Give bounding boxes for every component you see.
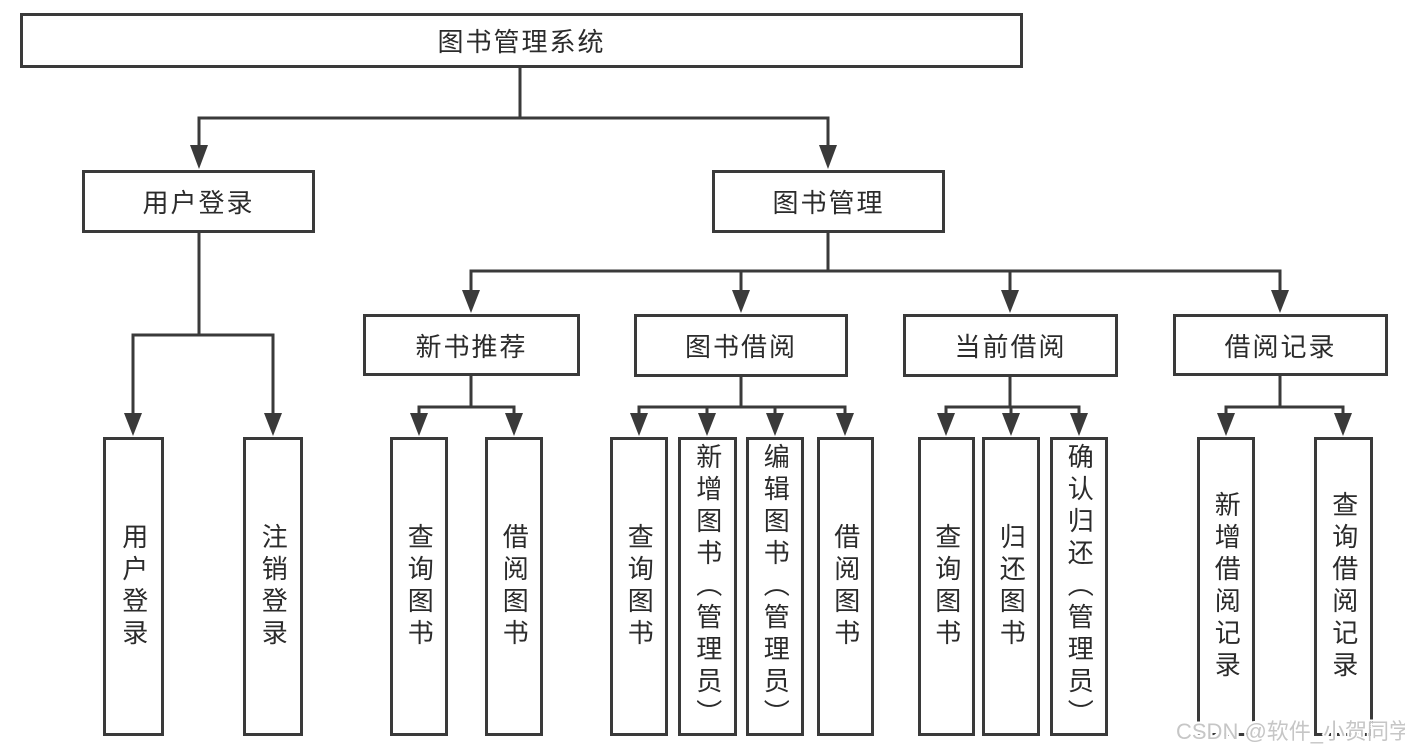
leaf-search-book-borrowing: 查询图书 <box>610 437 668 736</box>
node-label: 新增借阅记录 <box>1211 490 1242 683</box>
leaf-search-borrow-record: 查询借阅记录 <box>1314 437 1373 736</box>
leaf-search-book-recommend: 查询图书 <box>390 437 448 736</box>
node-label: 用户登录 <box>142 188 255 218</box>
leaf-borrow-book-recommend: 借阅图书 <box>485 437 543 736</box>
node-label: 用户登录 <box>118 522 149 651</box>
node-label: 查询图书 <box>404 522 435 651</box>
node-current-borrowing: 当前借阅 <box>903 314 1118 377</box>
leaf-edit-book-admin: 编辑图书（管理员） <box>746 437 804 736</box>
node-label: 注销登录 <box>258 522 289 651</box>
node-label: 确认归还（管理员） <box>1064 442 1095 731</box>
node-borrow-records: 借阅记录 <box>1173 314 1388 376</box>
leaf-confirm-return-admin: 确认归还（管理员） <box>1050 437 1108 736</box>
leaf-user-login: 用户登录 <box>103 437 164 736</box>
leaf-borrow-book: 借阅图书 <box>817 437 874 736</box>
node-new-book-recommend: 新书推荐 <box>363 314 580 376</box>
leaf-return-book: 归还图书 <box>982 437 1040 736</box>
node-label: 当前借阅 <box>954 332 1067 362</box>
node-book-borrowing: 图书借阅 <box>634 314 848 377</box>
node-root-system: 图书管理系统 <box>20 13 1023 68</box>
leaf-logout: 注销登录 <box>243 437 303 736</box>
node-label: 借阅图书 <box>830 522 861 651</box>
node-label: 编辑图书（管理员） <box>760 442 791 731</box>
node-user-login: 用户登录 <box>82 170 315 233</box>
csdn-watermark: CSDN @软件_小贺同学 <box>1176 719 1405 744</box>
leaf-add-borrow-record: 新增借阅记录 <box>1197 437 1255 736</box>
node-label: 借阅记录 <box>1224 331 1337 362</box>
node-label: 新增图书（管理员） <box>692 442 723 731</box>
leaf-add-book-admin: 新增图书（管理员） <box>678 437 737 736</box>
node-label: 查询图书 <box>931 522 962 651</box>
node-label: 图书管理系统 <box>437 27 606 57</box>
node-label: 图书管理 <box>772 188 885 218</box>
node-label: 新书推荐 <box>415 331 528 362</box>
arrowhead-icons <box>124 145 1352 436</box>
node-label: 归还图书 <box>996 522 1027 651</box>
node-label: 查询借阅记录 <box>1328 490 1359 683</box>
node-label: 借阅图书 <box>499 522 530 651</box>
node-label: 查询图书 <box>624 522 655 651</box>
leaf-search-book-current: 查询图书 <box>918 437 975 736</box>
node-label: 图书借阅 <box>684 332 797 362</box>
node-book-management: 图书管理 <box>712 170 945 233</box>
